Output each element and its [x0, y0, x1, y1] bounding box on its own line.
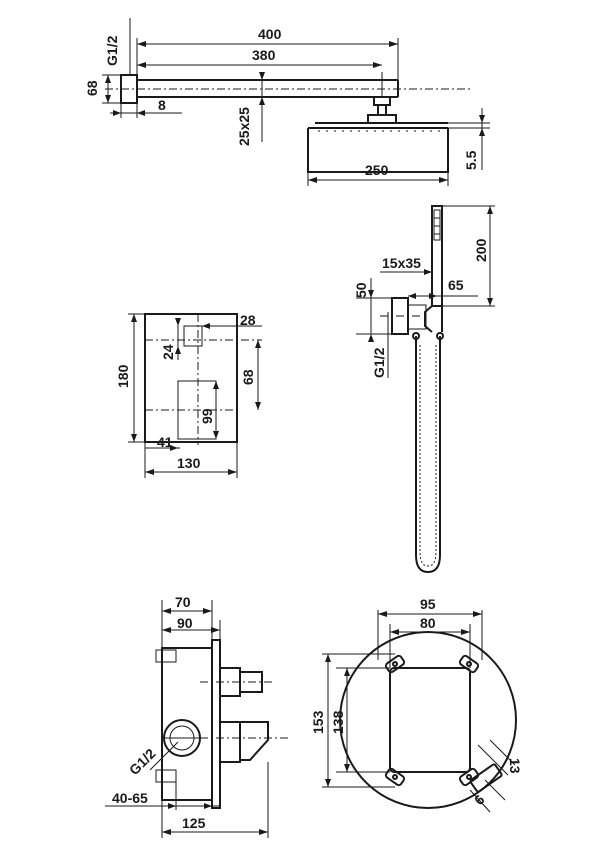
dim-24-label: 24	[160, 344, 176, 360]
dim-153-label: 153	[310, 710, 326, 734]
dim-g12-hand-label: G1/2	[371, 347, 387, 378]
dim-200-label: 200	[473, 238, 489, 262]
dim-15x35-label: 15x35	[382, 255, 421, 271]
dim-g12-valve-label: G1/2	[126, 745, 159, 778]
dim-180-label: 180	[115, 364, 131, 388]
dim-68-arm-label: 68	[84, 80, 100, 96]
dim-138-label: 138	[330, 710, 346, 734]
dim-95-label: 95	[420, 596, 436, 612]
valve-front-view: 95 80 153 138 13 6	[310, 596, 523, 813]
dim-28-label: 28	[240, 312, 256, 328]
dim-25x25-label: 25x25	[236, 107, 252, 146]
shower-arm-view: 400 380 G1/2 68 8 25x25 250	[84, 18, 490, 186]
dim-99-label: 99	[199, 408, 215, 424]
box-view: 180 28 24 68 99 41 130	[115, 312, 262, 478]
dim-250-label: 250	[365, 162, 389, 178]
dim-125-label: 125	[182, 815, 206, 831]
dim-50-label: 50	[353, 282, 369, 298]
dim-g12-arm-label: G1/2	[104, 35, 120, 66]
dim-90-label: 90	[177, 615, 193, 631]
dim-13-label: 13	[507, 758, 523, 774]
shower-hose	[415, 336, 441, 574]
dim-380-label: 380	[252, 47, 276, 63]
dim-130-label: 130	[177, 455, 201, 471]
dim-400-label: 400	[258, 26, 282, 42]
dim-70-label: 70	[175, 594, 191, 610]
dim-65-label: 65	[448, 277, 464, 293]
hand-shower-handle	[431, 205, 443, 307]
round-cover-plate	[339, 631, 517, 809]
dim-80-label: 80	[420, 615, 436, 631]
dim-40-65-label: 40-65	[112, 790, 148, 806]
screw-detail	[469, 763, 503, 793]
dim-5-5-label: 5.5	[463, 150, 479, 170]
dim-68-box-label: 68	[240, 369, 256, 385]
cover-plate	[211, 639, 221, 809]
inner-plate	[389, 667, 471, 773]
hand-shower-view: 200 15x35 65 50 G1/2	[353, 205, 495, 574]
valve-side-view: 70 90 G1/2 40-65 125	[105, 594, 290, 838]
dim-8-label: 8	[158, 97, 166, 113]
dim-41-label: 41	[157, 434, 173, 450]
concealed-box	[144, 313, 238, 443]
dim-6-label: 6	[471, 791, 488, 808]
